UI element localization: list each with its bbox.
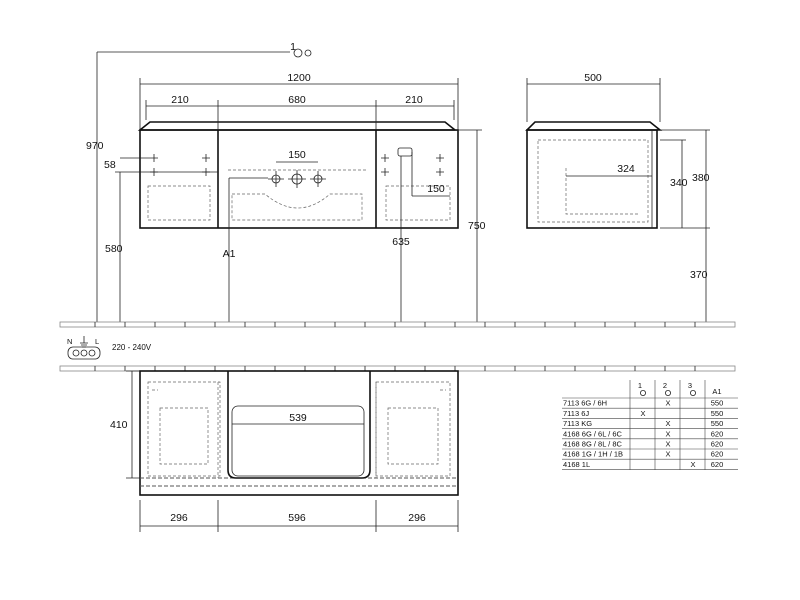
- table-cell-a1: 620: [711, 429, 724, 438]
- dim-waste-height: 635: [392, 236, 410, 248]
- plan-right-compartment: [375, 381, 451, 477]
- dim-height-total: 970: [86, 140, 104, 152]
- front-cabinet-body: [139, 129, 459, 229]
- wall-mark-symbol: [293, 48, 303, 58]
- dim-overall-height: 750: [468, 220, 486, 232]
- dim-height-floor: 580: [105, 243, 123, 255]
- table-cell-a1: 550: [711, 419, 724, 428]
- table-cell-a1: 620: [711, 440, 724, 449]
- power-voltage: 220 - 240V: [112, 343, 152, 352]
- dim-left-module: 210: [171, 94, 189, 106]
- table-cell-code: 4168 6G / 6L / 6C: [563, 429, 623, 438]
- table-header-a1: A1: [712, 387, 721, 396]
- dim-center-module: 680: [288, 94, 306, 106]
- front-basin-outline: [231, 193, 363, 221]
- side-cabinet-body: [526, 129, 658, 229]
- power-socket: [397, 147, 413, 157]
- dim-side-depth: 500: [584, 72, 602, 84]
- table-cell-c2: X: [665, 399, 670, 408]
- plan-left-compartment: [147, 381, 221, 477]
- table-cell-c2: X: [665, 450, 670, 459]
- side-countertop: [525, 121, 663, 131]
- front-drawer-right: [385, 185, 451, 221]
- table-cell-c2: X: [665, 429, 670, 438]
- dim-side-floor: 370: [690, 269, 708, 281]
- table-cell-c2: X: [665, 440, 670, 449]
- dim-bottom-right: 296: [408, 512, 426, 524]
- dim-bottom-center: 596: [288, 512, 306, 524]
- table-cell-code: 4168 1G / 1H / 1B: [563, 450, 623, 459]
- front-countertop: [137, 121, 458, 131]
- table-cell-a1: 550: [711, 399, 724, 408]
- dim-plan-depth: 410: [110, 419, 128, 431]
- power-symbol: [67, 336, 101, 360]
- plan-view: [126, 370, 459, 532]
- table-cell-a1: 550: [711, 409, 724, 418]
- front-view: [137, 121, 459, 229]
- dim-side-h1: 340: [670, 177, 688, 189]
- table-header-3: 3: [688, 381, 692, 390]
- table-cell-code: 4168 1L: [563, 460, 590, 469]
- dim-right-module: 210: [405, 94, 423, 106]
- floor-band: [59, 321, 736, 328]
- table-header-1: 1: [638, 381, 642, 390]
- dimension-lines: [96, 51, 710, 325]
- table-cell-a1: 620: [711, 450, 724, 459]
- side-drawer-outline: [565, 168, 640, 215]
- label-a1: A1: [223, 248, 236, 260]
- wall-mark-number: 1: [290, 41, 296, 53]
- side-inner-outline: [537, 139, 649, 223]
- table-cell-c2: X: [665, 419, 670, 428]
- dim-hole-offset: 58: [104, 159, 116, 171]
- table-cell-code: 7113 KG: [563, 419, 592, 428]
- power-n-label: N: [67, 337, 72, 346]
- table-cell-c1: X: [640, 409, 645, 418]
- table-header-2: 2: [663, 381, 667, 390]
- table-cell-c3: X: [690, 460, 695, 469]
- plan-cabinet-body: [139, 370, 459, 496]
- plan-drawer: [231, 405, 365, 477]
- table-cell-code: 4168 8G / 8L / 8C: [563, 440, 623, 449]
- side-view: [525, 121, 663, 229]
- dim-side-h2: 380: [692, 172, 710, 184]
- table-cell-code: 7113 6J: [563, 409, 589, 418]
- plan-basin-recess: [227, 371, 371, 479]
- dim-tap-spacing: 150: [288, 149, 306, 161]
- table-cell-a1: 620: [711, 460, 724, 469]
- table-cell-code: 7113 6G / 6H: [563, 399, 607, 408]
- dim-socket-offset: 150: [427, 183, 445, 195]
- variant-table: 1 2 3 A1 7113 6G / 6H X 550 7113 6J X 550 7113…: [562, 380, 738, 470]
- tap-holes: [268, 170, 326, 188]
- dim-plan-inner: 539: [289, 412, 307, 424]
- dim-front-width: 1200: [287, 72, 311, 84]
- front-drawer-left: [147, 185, 211, 221]
- dim-side-inner: 324: [617, 163, 635, 175]
- power-l-label: L: [95, 337, 99, 346]
- dim-bottom-left: 296: [170, 512, 188, 524]
